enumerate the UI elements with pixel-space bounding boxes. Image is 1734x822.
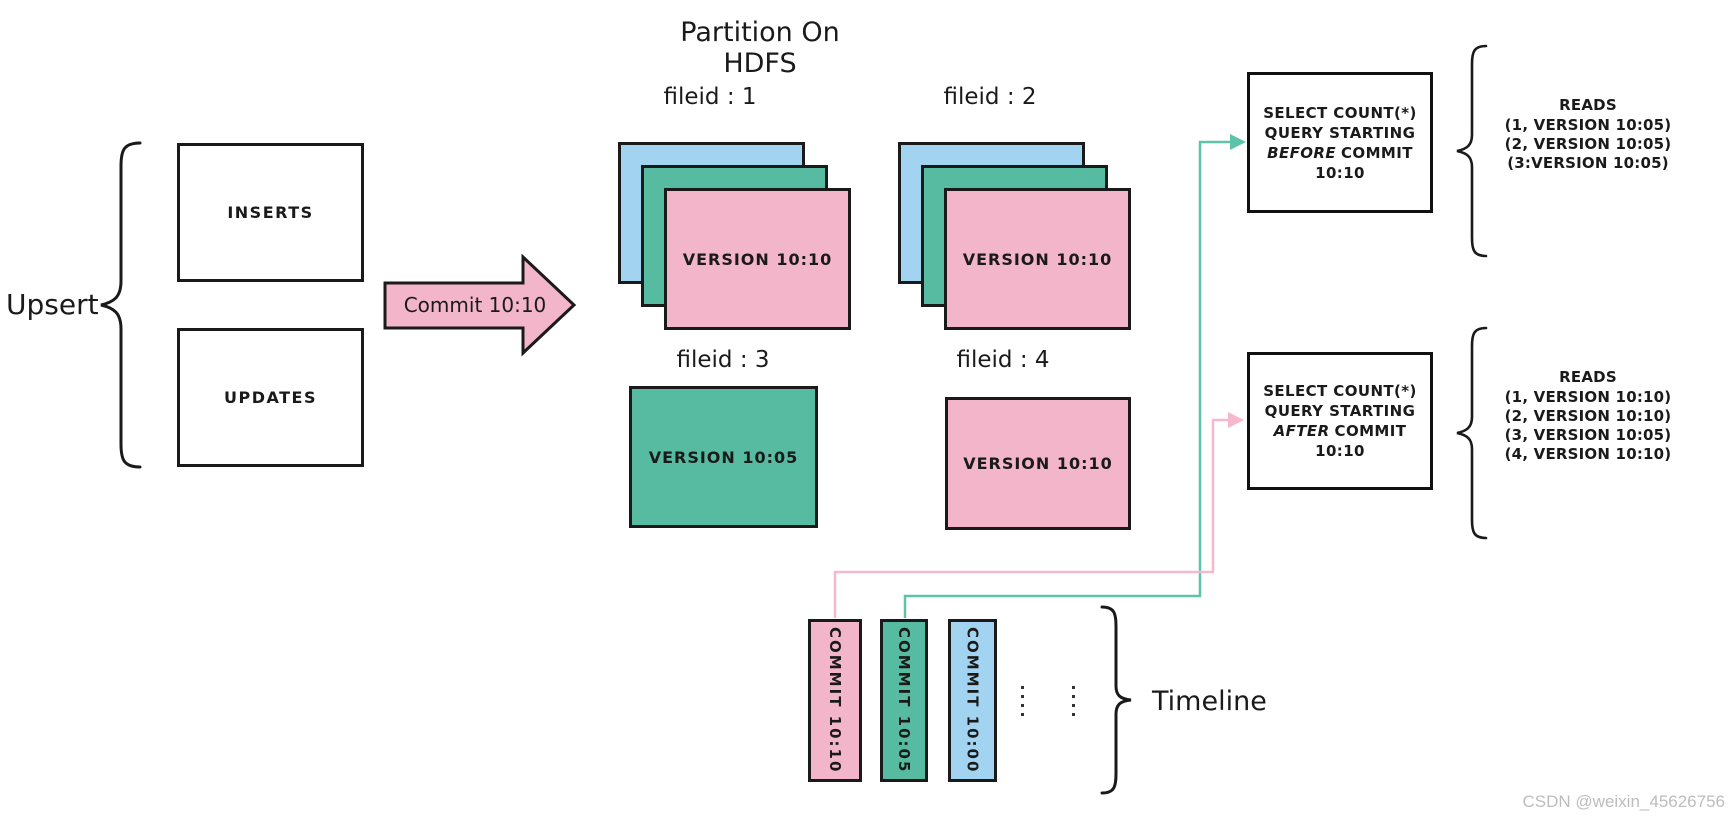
- fileid-3-label: fileid : 3: [676, 347, 770, 373]
- query-after-line3: AFTER COMMIT: [1274, 421, 1407, 441]
- timeline-commit-bar-1005: COMMIT 10:05: [880, 619, 928, 782]
- query-before-line2: QUERY STARTING: [1264, 123, 1416, 142]
- query-after-line3-rest: COMMIT: [1334, 422, 1407, 440]
- fileid-2-label: fileid : 2: [943, 84, 1037, 110]
- reads-after-list: READS (1, VERSION 10:10) (2, VERSION 10:…: [1493, 368, 1683, 464]
- fileid-4-version-card: VERSION 10:10: [945, 397, 1131, 530]
- query-after-line4: 10:10: [1315, 442, 1365, 460]
- updates-label: UPDATES: [223, 388, 317, 407]
- reads-after-item: (1, VERSION 10:10): [1504, 388, 1672, 406]
- reads-before-title: READS: [1559, 96, 1617, 114]
- inserts-label: INSERTS: [227, 203, 314, 222]
- timeline-commit-bar-1010: COMMIT 10:10: [808, 619, 862, 782]
- inserts-box: INSERTS: [177, 143, 364, 282]
- commit-arrow-icon: [383, 254, 577, 357]
- query-after-line2: QUERY STARTING: [1264, 402, 1416, 420]
- reads-after-item: (4, VERSION 10:10): [1504, 445, 1672, 463]
- reads-after-item: (2, VERSION 10:10): [1504, 407, 1672, 425]
- teal-arrowhead-icon: [1230, 134, 1246, 150]
- upsert-label: Upsert: [6, 288, 99, 321]
- reads-before-list: READS (1, VERSION 10:05) (2, VERSION 10:…: [1493, 96, 1683, 173]
- before-query-connector: [903, 134, 1246, 618]
- query-before-commit-box: SELECT COUNT(*) QUERY STARTING BEFORE CO…: [1247, 72, 1433, 213]
- query-after-line1: SELECT COUNT(*): [1263, 382, 1417, 400]
- reads-before-item: (2, VERSION 10:05): [1504, 135, 1672, 153]
- timeline-label: Timeline: [1152, 686, 1267, 717]
- timeline-curly-brace: [1100, 605, 1132, 795]
- query-before-line3: BEFORE COMMIT: [1267, 143, 1413, 163]
- query-before-line1: SELECT COUNT(*): [1263, 103, 1417, 122]
- fileid-3-version-label: VERSION 10:05: [648, 447, 799, 467]
- fileid-2-current-version-card: VERSION 10:10: [944, 188, 1131, 330]
- watermark: CSDN @weixin_45626756: [1522, 792, 1725, 811]
- timeline-commit-1000-label: COMMIT 10:00: [963, 627, 982, 774]
- reads-after-curly-brace: [1456, 326, 1488, 540]
- timeline-commit-1005-label: COMMIT 10:05: [895, 627, 913, 774]
- fileid-4-label: fileid : 4: [956, 347, 1050, 373]
- after-query-connector: [833, 412, 1244, 618]
- fileid-4-version-label: VERSION 10:10: [963, 454, 1113, 473]
- updates-box: UPDATES: [177, 328, 364, 467]
- reads-after-title: READS: [1559, 368, 1617, 386]
- page-title: Partition On HDFS: [680, 17, 840, 79]
- timeline-commit-bar-1000: COMMIT 10:00: [948, 619, 997, 782]
- reads-after-item: (3, VERSION 10:05): [1504, 426, 1672, 444]
- timeline-ellipsis-dots: [1021, 686, 1024, 716]
- query-after-commit-box: SELECT COUNT(*) QUERY STARTING AFTER COM…: [1247, 352, 1433, 490]
- fileid-1-version-label: VERSION 10:10: [682, 249, 833, 269]
- reads-before-item: (1, VERSION 10:05): [1504, 116, 1672, 134]
- upsert-curly-brace: [100, 141, 142, 469]
- fileid-1-current-version-card: VERSION 10:10: [664, 188, 851, 330]
- timeline-commit-1010-label: COMMIT 10:10: [826, 627, 844, 774]
- query-before-line4: 10:10: [1315, 163, 1365, 182]
- fileid-1-label: fileid : 1: [663, 84, 757, 110]
- pink-arrowhead-icon: [1228, 412, 1244, 428]
- fileid-2-version-label: VERSION 10:10: [962, 249, 1113, 269]
- query-after-emphasis: AFTER: [1273, 422, 1330, 440]
- reads-before-item: (3:VERSION 10:05): [1507, 154, 1669, 172]
- reads-before-curly-brace: [1456, 44, 1488, 258]
- query-before-emphasis: BEFORE: [1267, 143, 1337, 162]
- query-before-line3-rest: COMMIT: [1341, 143, 1413, 162]
- commit-arrow-label: Commit 10:10: [403, 293, 547, 317]
- timeline-ellipsis-dots: [1072, 686, 1075, 716]
- fileid-3-version-card: VERSION 10:05: [629, 386, 818, 528]
